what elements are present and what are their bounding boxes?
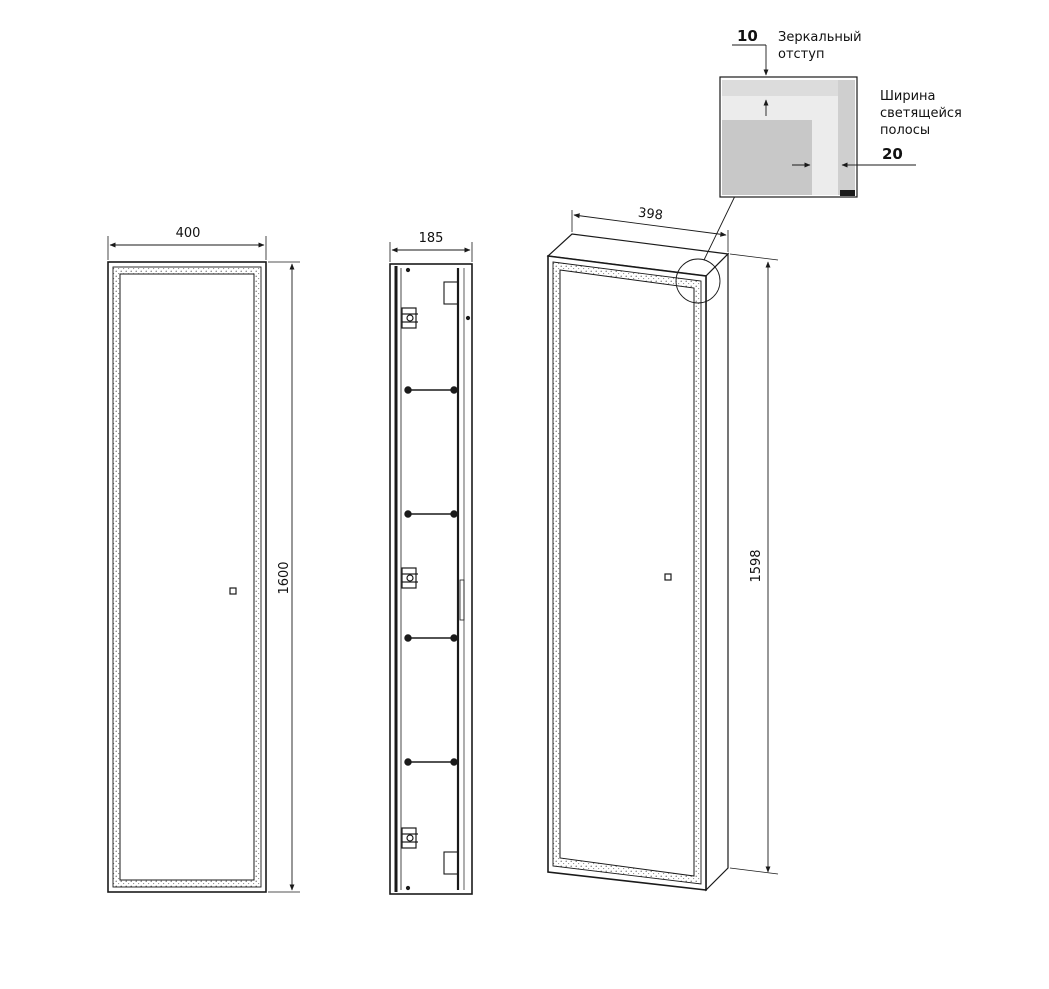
perspective-mirror-panel	[559, 269, 695, 877]
top-hinge-icon	[401, 307, 418, 329]
side-depth-label: 185	[419, 231, 444, 246]
strip-caption-line3: полосы	[880, 123, 930, 138]
top-mount-bracket-icon	[443, 281, 459, 305]
shelf-2	[404, 510, 458, 518]
front-view	[107, 236, 300, 893]
offset-caption-line2: отступ	[778, 47, 824, 62]
perspective-width-label: 398	[637, 206, 663, 224]
detail-callout-circle	[675, 258, 721, 304]
front-mirror-panel	[119, 273, 255, 881]
bottom-hinge-icon	[401, 827, 418, 849]
perspective-width-dimension-line	[573, 213, 727, 237]
bottom-mount-bracket-icon	[443, 851, 459, 875]
front-led-strip	[113, 267, 261, 887]
shelf-4	[404, 758, 458, 766]
perspective-view	[546, 195, 779, 892]
perspective-height-label: 1598	[749, 549, 764, 582]
front-touch-switch-icon	[229, 587, 237, 595]
detail-inset	[719, 44, 916, 198]
perspective-touch-switch-icon	[664, 573, 672, 581]
side-cabinet-body	[389, 263, 473, 895]
strip-caption-line2: светящейся	[880, 106, 962, 121]
front-height-label: 1600	[277, 561, 292, 594]
detail-led-strip-area	[722, 96, 838, 195]
strip-caption-line1: Ширина	[880, 89, 936, 104]
detail-mirror-area	[722, 120, 812, 195]
shelf-1	[404, 386, 458, 394]
detail-leader-line	[703, 195, 736, 261]
offset-caption-line1: Зеркальный	[778, 30, 862, 45]
shelf-3	[404, 634, 458, 642]
side-view	[389, 242, 473, 895]
front-width-label: 400	[176, 226, 201, 241]
front-led-strip-outer-edge	[112, 266, 262, 888]
perspective-side-face	[705, 252, 729, 892]
front-outer-frame	[107, 261, 267, 893]
strip-value-label: 20	[882, 145, 903, 163]
offset-value-label: 10	[737, 27, 758, 45]
perspective-front-frame	[547, 255, 707, 891]
middle-hinge-icon	[401, 567, 418, 589]
